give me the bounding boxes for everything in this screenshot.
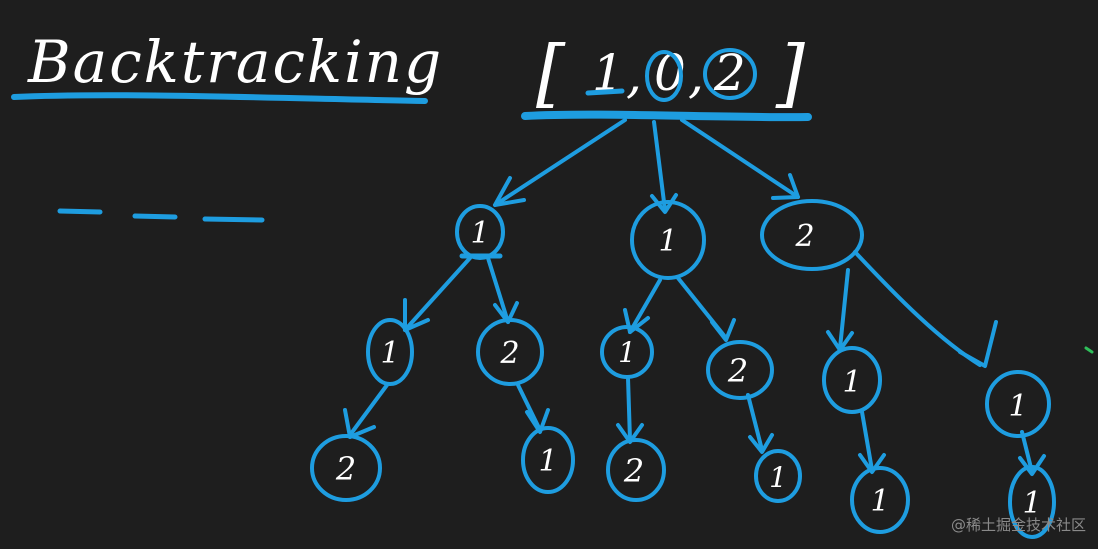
- edge-l2d-l3d: [746, 393, 764, 452]
- edge-l2c-l3c: [626, 376, 632, 442]
- tree-level-2: 1 2 1 2 1 1: [366, 318, 1051, 438]
- array-close-bracket: ]: [775, 30, 805, 116]
- edge-root-l1b: [652, 120, 667, 212]
- tree-node-l3e-label: 1: [870, 484, 889, 519]
- array-item-2-circle: [703, 48, 757, 100]
- tree-node-l3a-label: 2: [335, 450, 356, 488]
- tree-node-l3c-label: 2: [623, 452, 644, 490]
- tree-node-l2e-label: 1: [842, 365, 861, 400]
- placeholder-dashes: [57, 208, 265, 223]
- tree-node-l2e: 1: [822, 346, 882, 414]
- tree-node-l3d-label: 1: [769, 461, 787, 494]
- array-separator-1: ,: [688, 46, 704, 104]
- tree-node-l2d: 2: [706, 340, 774, 400]
- arrowhead-l3b: [525, 408, 550, 434]
- edge-l1a-l2a: [403, 256, 472, 332]
- tree-node-l1a-label: 1: [470, 216, 489, 251]
- tree-node-l3f: 1: [1008, 465, 1056, 539]
- array-open-bracket: [: [536, 30, 566, 116]
- tree-node-l3c: 2: [606, 438, 666, 502]
- tree-node-l3d: 1: [754, 449, 802, 503]
- tree-level-3: 2 1 2 1 1 1: [310, 426, 1056, 539]
- arrowhead-l3e: [858, 453, 886, 474]
- tree-node-l2b-label: 2: [499, 336, 519, 371]
- edge-l1a-l2b: [486, 256, 510, 324]
- tree-node-l1c-label: 2: [794, 219, 814, 254]
- array-item-0-underline: [585, 88, 625, 96]
- tree-node-l2d-label: 2: [727, 352, 748, 390]
- tree-node-l2b: 2: [476, 318, 544, 386]
- edge-l1b-l2c: [628, 278, 662, 334]
- arrowhead-l1c: [771, 173, 800, 200]
- tree-node-l2c-label: 1: [618, 336, 636, 369]
- tree-node-l1a: 1: [455, 204, 505, 260]
- tree-node-l3b-label: 1: [538, 444, 557, 479]
- tree-node-l3a: 2: [310, 434, 382, 502]
- edge-l2a-l3a: [348, 383, 389, 437]
- edge-root-l1c: [680, 118, 800, 199]
- arrowhead-l2f: [958, 320, 998, 368]
- tree-node-l1c: 2: [760, 199, 864, 271]
- tree-node-l2a: 1: [366, 318, 414, 386]
- tree-node-l2c: 1: [600, 325, 654, 379]
- arrowhead-l3f: [1018, 454, 1046, 476]
- arrowhead-l2c: [623, 308, 650, 334]
- stray-mark: [1084, 346, 1094, 354]
- tree-node-l1b: 1: [630, 200, 706, 280]
- tree-level-1: 1 1 2: [455, 199, 864, 280]
- arrowhead-l2d: [710, 318, 736, 342]
- edge-l1c-l2f: [853, 250, 982, 367]
- input-array: [ 1 , 0 , 2 ]: [521, 30, 812, 122]
- edge-l1c-l2e: [838, 268, 850, 350]
- tree-edges: [343, 118, 1046, 476]
- title-text: Backtracking: [27, 28, 443, 96]
- tree-node-l2a-label: 1: [380, 336, 399, 371]
- array-separator-0: ,: [626, 46, 642, 104]
- tree-node-l3f-label: 1: [1022, 486, 1041, 521]
- tree-node-l2f: 1: [985, 370, 1051, 438]
- watermark: @稀土掘金技术社区: [950, 516, 1086, 534]
- tree-node-l2f-label: 1: [1008, 389, 1027, 424]
- tree-node-l1b-label: 1: [658, 224, 677, 259]
- array-underline: [521, 110, 812, 122]
- tree-node-l3b: 1: [521, 426, 575, 494]
- title-underline: [11, 92, 428, 104]
- tree-node-l3e: 1: [850, 466, 910, 534]
- arrowhead-l3d: [748, 433, 774, 454]
- edge-l2e-l3e: [860, 410, 874, 472]
- arrowhead-l1a: [493, 176, 526, 207]
- array-item-1-circle: [645, 50, 683, 102]
- edge-root-l1a: [493, 118, 627, 207]
- edge-l2b-l3b: [516, 383, 542, 432]
